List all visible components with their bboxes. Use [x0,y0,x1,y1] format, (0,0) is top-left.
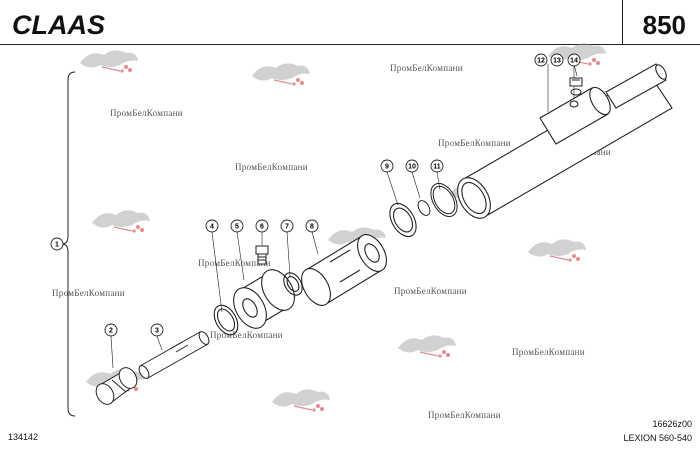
callout-label: 14 [570,58,578,65]
watermark-text: ПромБелКомпани [198,258,271,268]
part-13-plug [569,77,583,87]
callout-circle [405,159,419,173]
callout-14: 14 [567,53,581,67]
callout-8: 8 [305,219,319,233]
watermark-text: ПромБелКомпани [52,288,125,298]
part-5-piston [233,269,295,329]
callout-circle [50,237,64,251]
callout-label: 1 [55,242,59,249]
page-number: 850 [642,10,686,40]
part-4-seal-ring [213,304,239,336]
brand-logo-text: CLAAS [12,10,105,40]
callout-1: 1 [50,237,64,251]
callout-label: 2 [109,328,113,335]
part-3-piston-rod [138,331,210,379]
watermark-logo [251,62,311,87]
watermark-logo [527,238,587,263]
watermark-text: ПромБелКомпани [394,286,467,296]
callout-label: 13 [553,58,561,65]
watermark-logo [91,209,151,234]
callout-label: 12 [537,58,545,65]
watermark-logo [79,49,139,74]
callout-13: 13 [550,53,564,67]
watermark-logo [397,334,457,359]
callout-circle [380,159,394,173]
callout-7: 7 [280,219,294,233]
watermark-text: ПромБелКомпани [512,347,585,357]
callout-6: 6 [255,219,269,233]
watermark-text: ПромБелКомпани [390,63,463,73]
claas-logo: CLAAS [12,10,105,40]
watermark-text: ПромБелКомпани [210,330,283,340]
callout-label: 8 [310,224,314,231]
callout-label: 7 [285,224,289,231]
callout-circle [305,219,319,233]
callout-2: 2 [104,323,118,337]
page-number-divider [622,0,623,45]
part-6-bleed-valve [255,245,269,265]
watermark-text: ПромБелКомпани [235,162,308,172]
callout-circle [550,53,564,67]
watermark-text: ПромБелКомпани [428,410,501,420]
callout-circle [567,53,581,67]
watermark-logo [271,388,331,413]
watermark-text: ПромБелКомпани [438,138,511,148]
callout-label: 3 [155,328,159,335]
callout-circle [430,159,444,173]
part-2-clevis-pin [95,367,138,405]
callout-12: 12 [534,53,548,67]
part-7-o-ring [283,272,303,296]
callout-5: 5 [230,219,244,233]
callout-label: 5 [235,224,239,231]
callout-11: 11 [430,159,444,173]
callout-4: 4 [205,219,219,233]
part-list-code: 16626z00 [652,419,692,429]
callout-circle [150,323,164,337]
part-9-seal-ring [389,202,417,238]
callout-circle [534,53,548,67]
callout-label: 11 [433,164,441,171]
part-8-guide-bushing [301,234,387,306]
part-10-wiper-ring [417,200,431,216]
model-label: LEXION 560-540 [623,433,692,443]
callout-circle [230,219,244,233]
callout-label: 4 [210,224,214,231]
part-14-seal-washer [570,88,582,96]
drawing-code: 134142 [8,432,39,442]
callout-label: 10 [408,164,416,171]
callout-circle [255,219,269,233]
callout-3: 3 [150,323,164,337]
header-divider [0,44,700,45]
callout-circle [104,323,118,337]
part-11-snap-ring [430,182,458,218]
callout-10: 10 [405,159,419,173]
callout-9: 9 [380,159,394,173]
callout-label: 9 [385,164,389,171]
callout-circle [280,219,294,233]
part-12-cylinder-tube [457,63,673,219]
callout-circle [205,219,219,233]
callout-label: 6 [260,224,264,231]
watermark-text: ПромБелКомпани [110,108,183,118]
